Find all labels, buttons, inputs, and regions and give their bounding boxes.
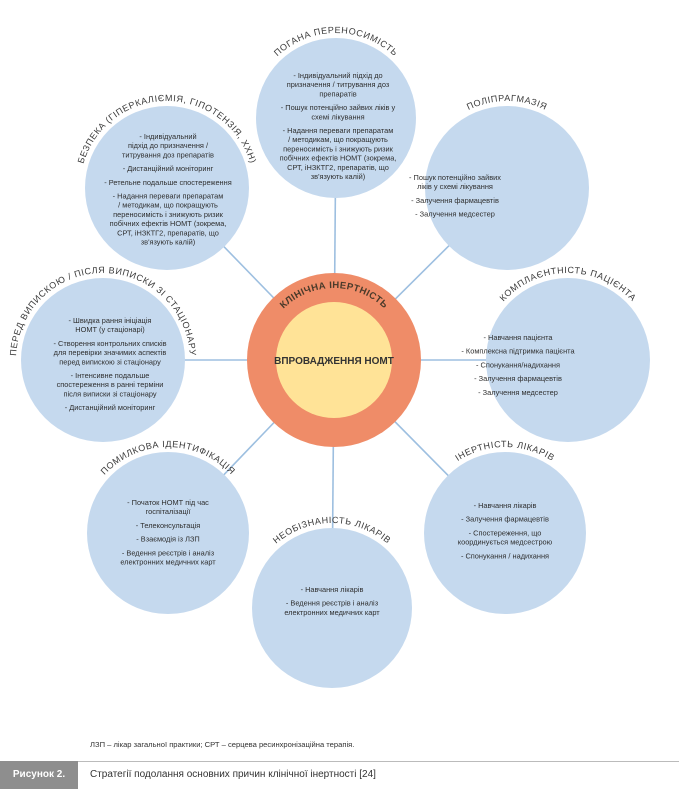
- strategy-item-line: - Ретельне подальше спостереження: [104, 178, 231, 187]
- strategy-item-line: - Інтенсивне подальше: [71, 371, 150, 380]
- strategy-item-line: - Навчання лікарів: [474, 501, 537, 510]
- figure-label: Рисунок 2.: [0, 761, 78, 789]
- implementation-core: [276, 302, 392, 418]
- strategy-item-line: препаратів: [319, 89, 356, 98]
- strategy-diagram: Погана переносимість- Індивідуальний під…: [8, 25, 650, 688]
- center-hub: Клінічна інертність Впровадження НОМТ: [247, 273, 421, 447]
- strategy-item-line: госпіталізації: [146, 507, 191, 516]
- strategy-item-line: побічних ефектів НОМТ (зокрема,: [280, 154, 397, 163]
- cause-circle: [252, 528, 412, 688]
- strategy-item-line: - Ведення реєстрів і аналіз: [122, 548, 215, 557]
- strategy-item-line: - Навчання пацієнта: [484, 333, 554, 342]
- strategy-item-line: - Залучення фармацевтів: [411, 196, 499, 205]
- strategy-item-line: - Залучення фармацевтів: [474, 374, 562, 383]
- strategy-item-line: переносимість і знижують ризик: [113, 210, 223, 219]
- caption-divider: [0, 761, 679, 762]
- strategy-item-line: - Індивідуальний: [139, 132, 196, 141]
- figure-caption: Стратегії подолання основних причин клін…: [90, 769, 376, 780]
- cause-circle: [424, 452, 586, 614]
- strategy-item-line: / методикам, що покращують: [288, 135, 388, 144]
- strategy-item-line: побічних ефектів НОМТ (зокрема,: [110, 219, 227, 228]
- cause-node: Комплаєнтність пацієнта- Навчання пацієн…: [461, 265, 650, 442]
- strategy-item-line: - Залучення фармацевтів: [461, 515, 549, 524]
- cause-node: Погана переносимість- Індивідуальний під…: [256, 25, 416, 198]
- strategy-item-line: - Дистанційний моніторинг: [65, 403, 156, 412]
- strategy-item-line: спостереження в ранні терміни: [57, 380, 164, 389]
- strategy-item-line: ліків у схемі лікування: [417, 182, 493, 191]
- strategy-item-line: - Спонукання / надихання: [461, 551, 549, 560]
- strategy-item-line: - Дистанційний моніторинг: [123, 164, 214, 173]
- cause-circle: [87, 452, 249, 614]
- cause-node: Поліпрагмазія- Пошук потенційно зайвихлі…: [409, 93, 589, 270]
- strategy-item-line: - Швидка рання ініціація: [69, 316, 152, 325]
- strategy-item-line: / методикам, що покращують: [118, 201, 218, 210]
- cause-node: Інертність лікарів- Навчання лікарів- За…: [424, 439, 586, 614]
- cause-circle: [425, 106, 589, 270]
- strategy-item-line: координується медсестрою: [458, 538, 553, 547]
- strategy-item-line: титрування доз препаратів: [122, 150, 214, 159]
- center-label: Впровадження НОМТ: [274, 356, 394, 367]
- cause-circle: [21, 278, 185, 442]
- footnote: ЛЗП – лікар загальної практики; СРТ – се…: [90, 740, 355, 749]
- strategy-item-line: - Залучення медсестер: [415, 210, 495, 219]
- strategy-item-line: - Комплексна підтримка пацієнта: [461, 347, 575, 356]
- strategy-item-line: для перевірки значимих аспектів: [54, 348, 167, 357]
- cause-node: Перед випискою / після виписки зі стаціо…: [8, 265, 197, 442]
- strategy-item-line: - Створення контрольних списків: [53, 339, 166, 348]
- cause-circle: [85, 106, 249, 270]
- cause-circle: [486, 278, 650, 442]
- strategy-item-line: призначення / титрування доз: [287, 80, 390, 89]
- strategy-item-line: схемі лікування: [311, 112, 364, 121]
- figure-caption-bar: Рисунок 2. Стратегії подолання основних …: [0, 761, 679, 789]
- strategy-item-line: - Спостереження, що: [469, 528, 542, 537]
- strategy-item-line: електронних медичних карт: [284, 608, 380, 617]
- strategy-item-line: підхід до призначення /: [128, 141, 209, 150]
- strategy-item-line: - Початок НОМТ під час: [127, 498, 209, 507]
- strategy-item-line: після виписки зі стаціонару: [63, 389, 156, 398]
- strategy-item-line: зв'язують калій): [141, 238, 195, 247]
- cause-circle: [256, 38, 416, 198]
- cause-node: Необізнаність лікарів- Навчання лікарів-…: [252, 515, 412, 688]
- cause-node: Безпека (гіперкаліємія, гіпотензія, ХХН)…: [76, 93, 258, 270]
- strategy-item-line: зв'язують калій): [311, 172, 365, 181]
- strategy-item-line: СРТ, іНЗКТГ2, препаратів, що: [117, 228, 219, 237]
- strategy-item-line: - Навчання лікарів: [301, 585, 364, 594]
- strategy-item-line: - Ведення реєстрів і аналіз: [286, 599, 379, 608]
- strategy-item-line: переносимість і знижують ризик: [283, 144, 393, 153]
- strategy-item-line: - Індивідуальний підхід до: [293, 71, 382, 80]
- strategy-item-line: НОМТ (у стаціонарі): [75, 325, 145, 334]
- strategy-item-line: - Надання переваги препаратам: [113, 192, 224, 201]
- strategy-item-line: - Спонукання/надихання: [476, 360, 560, 369]
- strategy-item-line: - Взаємодія із ЛЗП: [136, 535, 199, 544]
- cause-node: Помилкова ідентифікація- Початок НОМТ пі…: [87, 439, 249, 614]
- strategy-item-line: - Пошук потенційно зайвих: [409, 173, 501, 182]
- strategy-item-line: - Залучення медсестер: [478, 388, 558, 397]
- strategy-item-line: перед випискою зі стаціонару: [59, 357, 161, 366]
- strategy-item-line: - Телеконсультація: [136, 521, 201, 530]
- strategy-item-line: електронних медичних карт: [120, 558, 216, 567]
- strategy-item-line: СРТ, іНЗКТГ2, препаратів, що: [287, 163, 389, 172]
- strategy-item-line: - Пошук потенційно зайвих ліків у: [281, 103, 396, 112]
- strategy-item-line: - Надання переваги препаратам: [283, 126, 394, 135]
